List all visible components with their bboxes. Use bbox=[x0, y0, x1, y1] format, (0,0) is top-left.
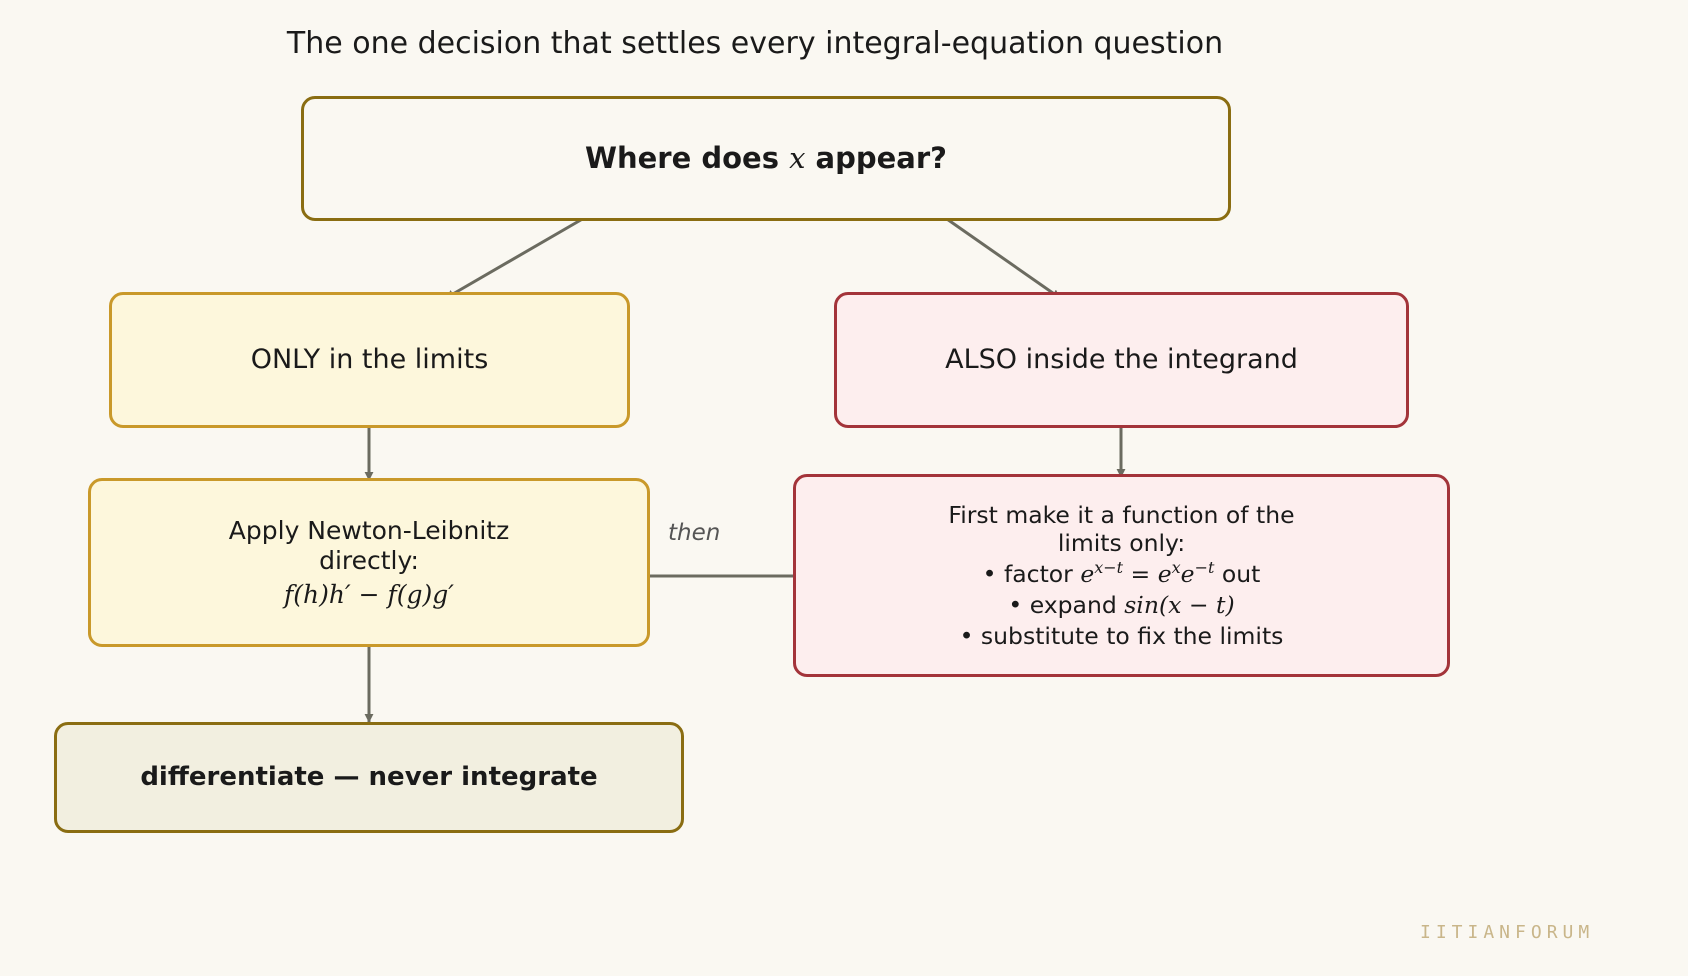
function-bullet-expand: • expand sin(x − t) bbox=[1008, 591, 1235, 620]
arrow-root-to-integrand bbox=[933, 208, 1061, 300]
node-where-does-x-appear: Where does x appear? bbox=[301, 96, 1231, 221]
expand-sine-formula: sin(x − t) bbox=[1124, 591, 1235, 620]
function-bullet-factor: • factor ex−t = exe−t out bbox=[982, 558, 1261, 588]
limits-only-label: ONLY in the limits bbox=[250, 343, 489, 375]
root-text-after: appear? bbox=[805, 141, 947, 176]
diagram-title: The one decision that settles every inte… bbox=[286, 26, 1224, 61]
root-variable-x: x bbox=[789, 141, 806, 176]
node-only-in-limits: ONLY in the limits bbox=[109, 292, 630, 428]
newton-line-1: Apply Newton-Leibnitz bbox=[228, 515, 510, 545]
arrow-root-to-limits bbox=[445, 208, 599, 300]
watermark-iitianforum: IITIANFORUM bbox=[1420, 922, 1595, 943]
root-text-before: Where does bbox=[585, 141, 790, 176]
node-apply-newton-leibnitz: Apply Newton-Leibnitz directly: f(h)h′ −… bbox=[88, 478, 650, 647]
also-integrand-label: ALSO inside the integrand bbox=[945, 343, 1298, 375]
edge-label-then: then bbox=[668, 520, 721, 546]
function-bullet-substitute: • substitute to fix the limits bbox=[959, 622, 1284, 651]
newton-line-2: directly: bbox=[319, 545, 419, 575]
node-make-function-of-limits: First make it a function of the limits o… bbox=[793, 474, 1450, 677]
newton-formula: f(h)h′ − f(g)g′ bbox=[284, 579, 454, 609]
function-line-2: limits only: bbox=[1057, 528, 1186, 557]
factor-exponential-formula: ex−t = exe−t bbox=[1080, 558, 1215, 588]
node-also-inside-integrand: ALSO inside the integrand bbox=[834, 292, 1409, 428]
differentiate-label: differentiate — never integrate bbox=[140, 761, 598, 792]
node-differentiate-never-integrate: differentiate — never integrate bbox=[54, 722, 684, 833]
function-line-1: First make it a function of the bbox=[948, 500, 1295, 529]
